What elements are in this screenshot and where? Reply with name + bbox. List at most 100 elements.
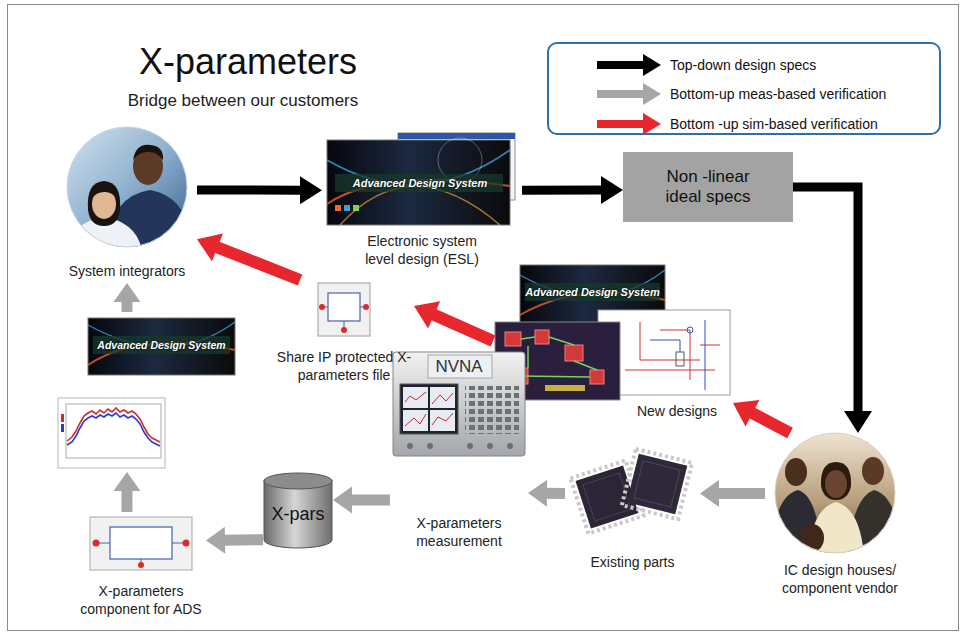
node-label: Share IP protected X-parameters file	[274, 348, 414, 384]
node-label: New designs	[627, 402, 727, 420]
node-text-slot: System integrators	[57, 262, 197, 280]
nvna-instrument-part	[467, 443, 473, 449]
legend-arrow-head	[643, 54, 661, 76]
node-label: System integrators	[57, 262, 197, 280]
banner-text: Advanced Design System	[88, 338, 235, 352]
nvna-instrument	[393, 352, 525, 456]
new-design-screens	[495, 265, 730, 400]
node-label: IC design houses/ component vendor	[765, 561, 915, 597]
node-text-slot: New designs	[627, 402, 727, 420]
legend-swatch	[595, 111, 665, 137]
x-parameters-component-symbol-part	[138, 562, 144, 568]
integrators-photo-part-part	[88, 181, 120, 226]
node-text-slot: Existing parts	[565, 553, 700, 571]
arrow-head	[300, 176, 322, 204]
node-text-slot: X-parameters component for ADS	[76, 582, 206, 618]
node-label: Existing parts	[565, 553, 700, 571]
screenshot-node: Advanced Design SystemElectronic system …	[322, 130, 522, 270]
node-text-slot: Share IP protected X-parameters file	[274, 348, 414, 384]
esl-screenshot	[327, 133, 515, 225]
integrators-photo-part	[66, 127, 194, 250]
share-ip-symbol-part	[319, 304, 325, 310]
legend-arrow-shaft	[597, 61, 645, 69]
screenshot-plot-node: Advanced Design System	[55, 312, 240, 472]
nvna-instrument-part	[403, 410, 428, 431]
arrow-head	[601, 176, 623, 204]
esl-screenshot-part	[344, 205, 350, 211]
node-label: X-pars	[263, 503, 333, 525]
x-parameters-component-symbol-part	[93, 540, 100, 547]
label-slot: Bridge between our customers	[93, 90, 393, 112]
ads-plot-screens-part	[67, 408, 160, 442]
ic-houses-photo-part-part	[800, 524, 824, 552]
legend-arrow-head	[643, 113, 661, 135]
new-design-screens-part	[590, 370, 604, 384]
x-parameters-component-symbol-part	[183, 540, 190, 547]
integrators-photo-part-part	[92, 186, 117, 198]
new-design-screens-part	[625, 322, 720, 380]
new-design-screens-part	[520, 337, 597, 377]
legend-row: Bottom-up meas-based verification	[549, 81, 939, 107]
ads-plot-screens-part	[61, 424, 64, 432]
legend-text-slot: Bottom-up meas-based verification	[670, 81, 886, 107]
arrow-head	[528, 480, 547, 507]
node-text-slot: X-parameters measurement	[390, 514, 528, 550]
arrow-shaft	[223, 534, 263, 546]
flow-arrow	[733, 400, 790, 433]
flow-arrow	[197, 176, 322, 204]
legend-text: Bottom-up meas-based verification	[670, 81, 886, 107]
nvna-instrument-part	[403, 387, 428, 408]
legend-arrow-head	[643, 83, 661, 105]
flow-arrow	[522, 176, 623, 204]
flow-arrow	[793, 187, 872, 433]
legend-box: Top-down design specsBottom-up meas-base…	[547, 42, 941, 135]
node-text-slot: Advanced Design System	[330, 176, 510, 190]
integrators-photo-part-part	[133, 145, 163, 160]
nvna-instrument-part	[400, 384, 458, 434]
arrow-head	[700, 480, 719, 507]
cylinder-top	[264, 473, 332, 489]
chip-packages-part-part	[634, 461, 680, 507]
nvna-instrument-part	[427, 443, 433, 449]
actor-photo: IC design houses/ component vendor	[765, 433, 915, 599]
arrow-head	[206, 527, 225, 554]
node-text-slot: IC design houses/ component vendor	[765, 561, 915, 597]
share-ip-symbol-part	[328, 293, 360, 321]
chip-packages-part	[622, 449, 692, 519]
node-text-slot: Electronic system level design (ESL)	[352, 232, 492, 268]
arrow-shaft	[433, 314, 493, 341]
ads-plot-screens-part	[88, 318, 235, 375]
share-ip-symbol-part	[341, 327, 347, 333]
legend-swatch	[595, 52, 665, 78]
design-screens-node: Advanced Design SystemNew designs	[493, 263, 733, 422]
share-ip-symbol-part	[363, 304, 369, 310]
node-label: NVNA	[425, 357, 493, 377]
ic-houses-photo-part	[770, 433, 902, 556]
esl-screenshot-part	[335, 205, 341, 211]
ic-houses-photo	[770, 433, 902, 556]
new-design-screens-part	[565, 345, 583, 361]
share-ip-symbol-part	[318, 283, 370, 336]
legend-row: Bottom -up sim-based verification	[549, 111, 939, 137]
flow-arrow	[528, 480, 565, 507]
x-parameters-component-symbol-part	[90, 517, 192, 570]
subtitle-label: Bridge between our customers	[93, 90, 393, 112]
node-label: Non -linear ideal specs	[649, 167, 767, 207]
nvna-instrument-part	[405, 392, 453, 426]
component-node: X-parameters component for ADS	[76, 512, 206, 620]
spec-box: Non -linear ideal specs	[623, 152, 793, 222]
parts-node: Existing parts	[565, 445, 700, 573]
ads-plot-screens-part	[66, 404, 161, 458]
arrow-head	[333, 486, 352, 513]
chip-packages-part-part	[627, 454, 688, 515]
node-text-slot: X-pars	[263, 503, 333, 525]
nvna-instrument-part	[465, 386, 519, 434]
node-text-slot: Non -linear ideal specs	[649, 167, 767, 207]
esl-screenshot-part	[353, 205, 359, 211]
flow-arrow	[113, 283, 140, 312]
arrow-head	[414, 301, 440, 328]
ads-plot-screens	[58, 318, 235, 468]
arrow-shaft	[751, 412, 790, 433]
